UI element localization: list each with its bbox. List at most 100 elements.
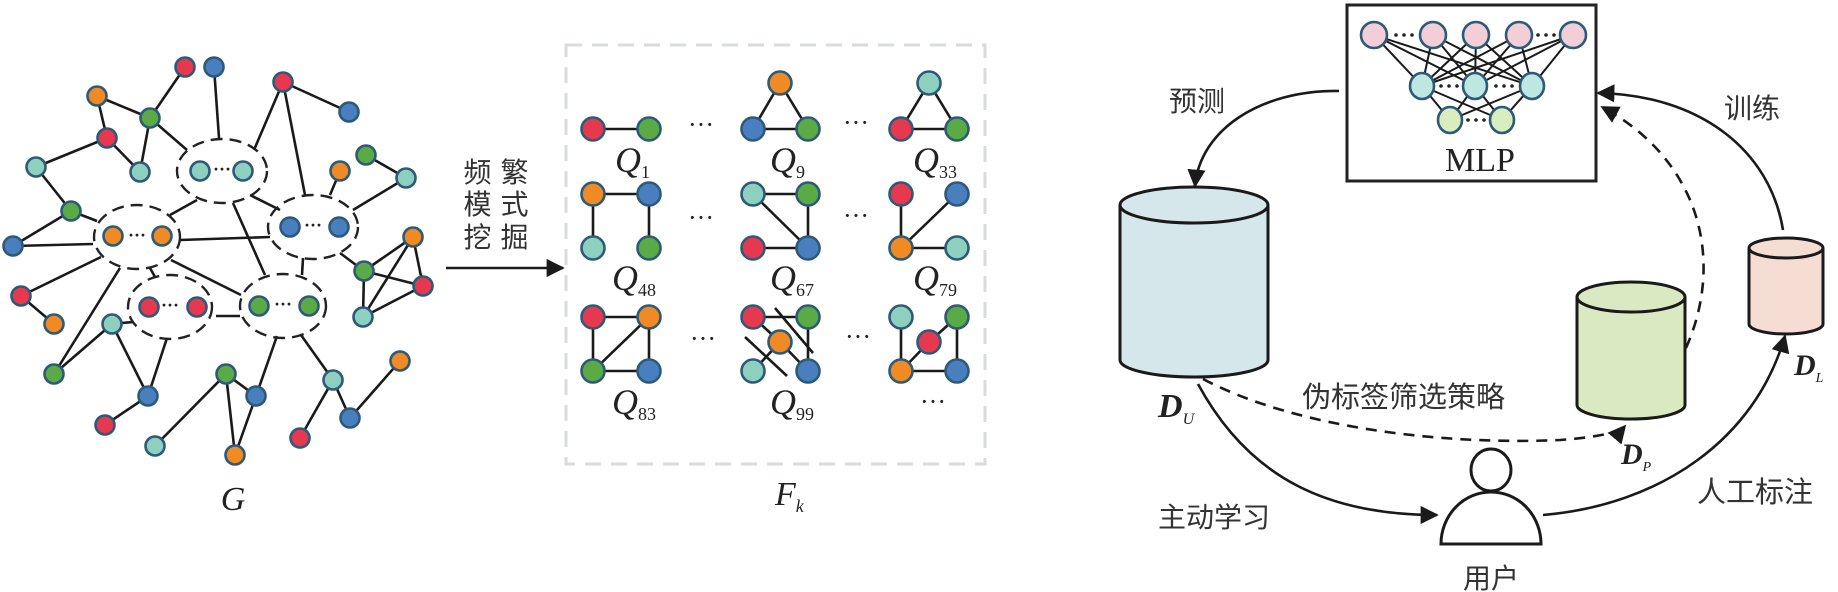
motif-label: Q9 xyxy=(770,140,805,182)
motif-node-blue xyxy=(944,358,970,384)
graph-edge xyxy=(281,81,307,196)
ellipsis: ··· xyxy=(688,110,714,139)
graph-node-teal xyxy=(232,160,254,182)
mining-text-line2: 模 式 xyxy=(464,188,529,221)
mlp-input-neuron xyxy=(1461,20,1491,50)
graph-cluster-teal xyxy=(175,137,269,205)
motif-node-green xyxy=(636,116,662,142)
motif-node-teal xyxy=(916,70,942,96)
motif-node-blue xyxy=(636,181,662,207)
graph-node-green xyxy=(248,295,270,317)
graph-edge xyxy=(300,257,305,276)
ellipsis: ··· xyxy=(843,201,869,230)
motif-node-teal xyxy=(944,235,970,261)
unlabeled-data-cylinder xyxy=(1118,185,1270,379)
motif-edge xyxy=(752,193,809,249)
graph-node-orange xyxy=(43,313,65,335)
motif-node-green xyxy=(795,181,821,207)
strike-line xyxy=(744,336,788,377)
ellipsis: ··· xyxy=(845,322,871,351)
graph-cluster-blue xyxy=(266,193,360,261)
graph-edge xyxy=(282,80,350,114)
graph-node-blue xyxy=(339,407,361,429)
strike-line xyxy=(774,307,814,354)
graph-node-teal xyxy=(129,161,151,183)
motif-node-orange xyxy=(888,358,914,384)
mlp-connection xyxy=(1421,34,1520,87)
labeled-data-label: DL xyxy=(1793,349,1824,386)
manual-annotation-label: 人工标注 xyxy=(1697,475,1813,509)
graph-node-green xyxy=(355,144,377,166)
mlp-connection xyxy=(1421,34,1574,87)
mlp-dot xyxy=(1482,118,1486,122)
graph-node-green xyxy=(60,200,82,222)
graph-node-green xyxy=(353,260,375,282)
graph-cluster-orange xyxy=(92,203,182,271)
motif-node-red xyxy=(916,329,942,355)
motif-node-blue xyxy=(740,116,766,142)
graph-node-orange xyxy=(329,160,351,182)
graph-node-orange xyxy=(151,225,173,247)
pseudo-labeled-data-cylinder xyxy=(1575,280,1687,421)
active-learning-arrow xyxy=(1196,383,1439,525)
graph-node-teal xyxy=(144,435,166,457)
motif-node-orange xyxy=(767,329,793,355)
graph-edge xyxy=(252,81,285,151)
user-icon xyxy=(1439,447,1543,546)
motif-label: Q48 xyxy=(612,258,656,300)
mlp-network xyxy=(1359,20,1588,135)
graph-node-green xyxy=(298,295,320,317)
graph-node-blue xyxy=(203,56,225,78)
mlp-input-neuron xyxy=(1418,20,1448,50)
mlp-connection xyxy=(1373,34,1476,87)
motif-node-green xyxy=(944,116,970,142)
motif xyxy=(888,70,970,142)
graph-node-blue xyxy=(328,216,350,238)
graph-node-orange xyxy=(402,226,424,248)
graph-node-blue xyxy=(2,235,24,257)
more-motifs-ellipsis: ··· xyxy=(920,387,946,416)
motif-label: Q79 xyxy=(913,258,957,300)
pseudo-label-arrow xyxy=(1202,377,1627,445)
graph-node-red xyxy=(138,296,160,318)
mlp-dot xyxy=(1447,84,1451,88)
motif-label: Q83 xyxy=(612,382,656,424)
ellipsis: ··· xyxy=(843,108,869,137)
motif xyxy=(580,304,662,384)
graph-node-green xyxy=(139,107,161,129)
graph-edge xyxy=(35,136,108,169)
cluster-ellipsis: ··· xyxy=(213,159,231,179)
predict-label: 预测 xyxy=(1169,85,1225,118)
graph-edge xyxy=(170,258,242,297)
graph-node-teal xyxy=(189,160,211,182)
graph-edge xyxy=(298,379,335,439)
input-graph: ··············· xyxy=(2,56,434,466)
graph-node-orange xyxy=(389,350,411,372)
motif xyxy=(580,116,662,142)
graph-edge xyxy=(12,242,94,248)
graph-edge xyxy=(154,373,227,447)
motif-set-box xyxy=(564,43,987,466)
mlp-hidden-neuron xyxy=(1461,71,1489,101)
motif-label: Q99 xyxy=(770,382,814,424)
graph-nodes xyxy=(2,56,434,466)
mlp-dot xyxy=(1394,33,1398,37)
motif-node-blue xyxy=(636,358,662,384)
graph-edge xyxy=(52,267,122,375)
mlp-connection xyxy=(1449,85,1533,121)
unlabeled-data-label: DU xyxy=(1157,388,1196,428)
graph-edge xyxy=(169,198,198,217)
graph-node-teal xyxy=(352,306,374,328)
motif-edge xyxy=(592,316,650,372)
graph-node-red xyxy=(94,414,116,436)
mlp-dot xyxy=(1536,33,1540,37)
mlp-hidden-neuron xyxy=(1408,71,1436,101)
motif xyxy=(888,181,970,261)
graph-node-red xyxy=(289,427,311,449)
cluster-ellipsis: ··· xyxy=(274,294,292,314)
mlp-input-neuron xyxy=(1359,20,1389,50)
graph-node-blue xyxy=(279,216,301,238)
graph-cluster-green xyxy=(238,272,328,340)
mlp-hidden-neuron xyxy=(1518,71,1546,101)
